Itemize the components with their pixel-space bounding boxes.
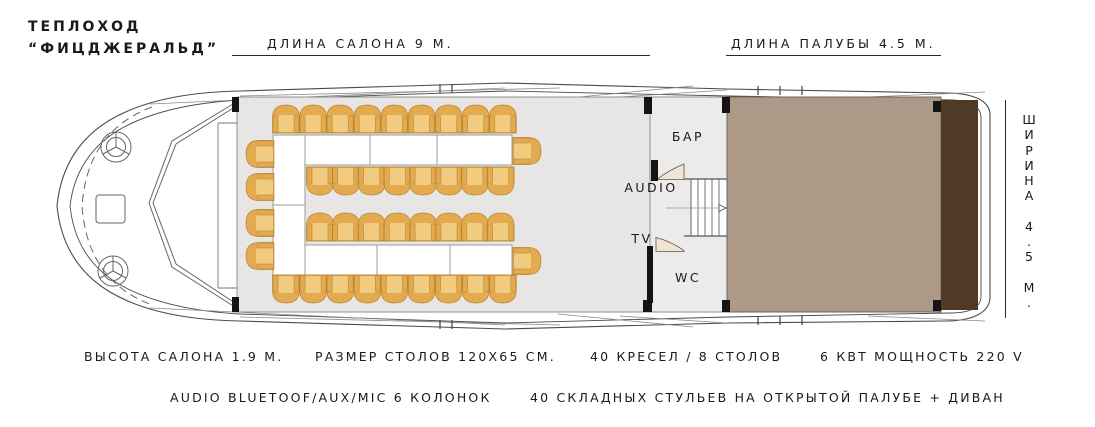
vessel-title-line1: ТЕПЛОХОД [28, 19, 142, 35]
chair [272, 274, 300, 304]
chair [306, 166, 334, 196]
spec-seats-tables: 40 КРЕСЕЛ / 8 СТОЛОВ [590, 349, 783, 364]
chair [245, 173, 275, 201]
chair [380, 104, 409, 134]
chair [409, 166, 438, 196]
chair [486, 166, 515, 196]
wc-door-icon [655, 236, 685, 252]
chair [306, 212, 334, 242]
chair [460, 212, 489, 242]
chair [331, 166, 360, 196]
bow-winch-icon [97, 255, 129, 287]
wall-segments [232, 97, 941, 312]
chair [357, 166, 386, 196]
railing-ticks [439, 84, 803, 329]
spec-salon-height: ВЫСОТА САЛОНА 1.9 М. [84, 349, 284, 364]
stairs-direction-arrow-icon [718, 203, 728, 213]
stern-sofa [941, 100, 978, 310]
chair [512, 137, 542, 165]
chair [245, 242, 275, 270]
spec-table-size: РАЗМЕР СТОЛОВ 120Х65 СМ. [315, 349, 556, 364]
windshield [148, 100, 239, 310]
bar-door-icon [655, 163, 685, 180]
spec-audio: AUDIO BLUETOOF/AUX/MIC 6 КОЛОНОК [170, 390, 492, 405]
chair [353, 274, 382, 304]
chair [326, 104, 355, 134]
table [449, 244, 513, 276]
tv-label: TV [630, 231, 652, 246]
chair [434, 274, 463, 304]
chair [299, 104, 328, 134]
chair [245, 209, 275, 237]
bow-winch-icon [100, 131, 132, 163]
interior-walls [684, 178, 727, 237]
chair [488, 104, 517, 134]
chair [245, 140, 275, 168]
deck-length-line [726, 55, 941, 56]
table [272, 134, 306, 206]
hull-accent-lines [149, 85, 986, 328]
chair [331, 212, 360, 242]
spec-deck-chairs: 40 СКЛАДНЫХ СТУЛЬЕВ НА ОТКРЫТОЙ ПАЛУБЕ +… [530, 390, 1005, 405]
table [304, 244, 378, 276]
spec-power: 6 КВТ МОЩНОСТЬ 220 V [820, 349, 1024, 364]
table [304, 134, 371, 166]
audio-label: AUDIO [624, 180, 677, 195]
chair [461, 104, 490, 134]
table [376, 244, 451, 276]
vessel-title: ТЕПЛОХОД “ФИЦДЖЕРАЛЬД” [28, 16, 219, 61]
chair [326, 274, 355, 304]
chair [512, 247, 542, 275]
wc-label: WC [675, 270, 701, 285]
tables-layer [272, 134, 513, 276]
chair [407, 274, 436, 304]
chair [299, 274, 328, 304]
bow-hatch [95, 194, 126, 224]
open-deck [726, 96, 942, 313]
chair [434, 104, 463, 134]
chair [461, 274, 490, 304]
chair [383, 212, 412, 242]
hull-inner-line [69, 90, 982, 324]
chair [272, 104, 300, 134]
salon-length-line [232, 55, 650, 56]
table [436, 134, 513, 166]
table [272, 204, 306, 276]
chair [435, 166, 463, 196]
chair [409, 212, 438, 242]
chair [357, 212, 386, 242]
chair [486, 212, 515, 242]
bar-label: БАР [672, 129, 704, 144]
vessel-title-line2: “ФИЦДЖЕРАЛЬД” [28, 41, 220, 58]
chair [383, 166, 412, 196]
beam-dimension-line [1005, 100, 1006, 318]
chair [435, 212, 463, 242]
stairs [666, 178, 728, 237]
deck-length-label: ДЛИНА ПАЛУБЫ 4.5 М. [731, 36, 936, 51]
chair [380, 274, 409, 304]
salon-length-label: ДЛИНА САЛОНА 9 М. [267, 36, 454, 51]
chair [460, 166, 489, 196]
beam-label: Ш И Р И Н А 4 . 5 М . [1022, 112, 1036, 310]
chair [488, 274, 517, 304]
table [369, 134, 438, 166]
chair [353, 104, 382, 134]
chair [407, 104, 436, 134]
